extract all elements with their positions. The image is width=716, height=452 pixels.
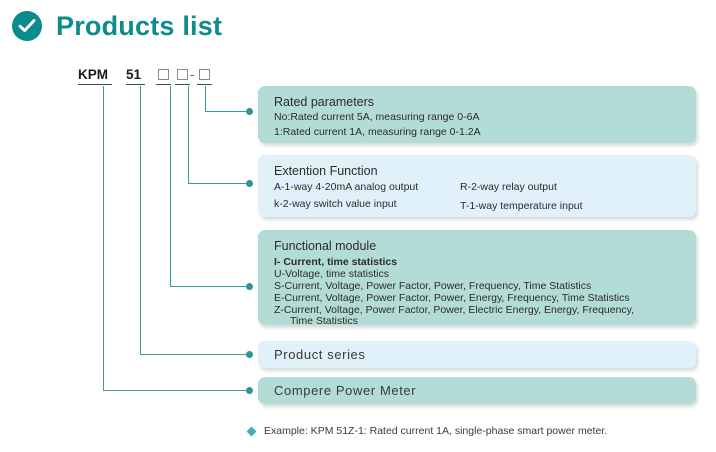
model-code-placeholder-box	[177, 69, 188, 80]
page-header: Products list	[12, 11, 222, 41]
leader-to-product-series-dot	[246, 351, 253, 358]
callout-extention-function-line: A-1-way 4-20mA analog output	[274, 181, 419, 193]
example-note: Example: KPM 51Z-1: Rated current 1A, si…	[246, 424, 608, 438]
callout-extention-function-line: R-2-way relay output	[460, 181, 557, 193]
leader-to-compere-power-meter-vertical	[103, 86, 104, 390]
page-title: Products list	[56, 11, 223, 41]
leader-to-compere-power-meter-dot	[246, 387, 253, 394]
model-code-underline	[197, 84, 212, 85]
callout-functional-module-line: S-Current, Voltage, Power Factor, Power,…	[274, 280, 592, 292]
model-code-segment-kpm: KPM	[78, 67, 108, 82]
callout-product-series-title: Product series	[274, 347, 366, 362]
model-code-placeholder-box	[199, 69, 210, 80]
leader-to-functional-module-vertical	[170, 86, 171, 286]
leader-to-functional-module-horizontal	[170, 286, 247, 287]
model-code-dash: -	[190, 67, 195, 82]
leader-to-compere-power-meter-horizontal	[103, 390, 247, 391]
leader-to-extention-function-dot	[246, 180, 253, 187]
callout-product-series: Product series	[258, 341, 696, 368]
callout-functional-module-line: I- Current, time statistics	[274, 256, 398, 268]
callout-functional-module: Functional module I- Current, time statis…	[258, 230, 696, 327]
callout-functional-module-line: Time Statistics	[290, 315, 358, 327]
leader-to-rated-parameters-dot	[246, 108, 253, 115]
leader-to-rated-parameters-vertical	[205, 86, 206, 111]
leader-to-extention-function-horizontal	[188, 183, 247, 184]
callout-functional-module-line: U-Voltage, time statistics	[274, 268, 389, 280]
callout-rated-parameters-line: No:Rated current 5A, measuring range 0-6…	[274, 111, 480, 123]
callout-functional-module-line: E-Current, Voltage, Power Factor, Power,…	[274, 292, 630, 304]
diamond-bullet-icon	[246, 426, 257, 436]
leader-to-rated-parameters-horizontal	[205, 111, 247, 112]
callout-extention-function-line: k-2-way switch value input	[274, 198, 397, 210]
callout-compere-power-meter-title: Compere Power Meter	[274, 383, 417, 398]
example-note-text: Example: KPM 51Z-1: Rated current 1A, si…	[264, 425, 608, 437]
callout-rated-parameters-line: 1:Rated current 1A, measuring range 0-1.…	[274, 126, 481, 138]
callout-extention-function-line: T-1-way temperature input	[460, 200, 583, 212]
model-code-segment-51: 51	[126, 67, 142, 82]
callout-extention-function-title: Extention Function	[274, 164, 378, 178]
model-code-underline	[156, 84, 171, 85]
leader-to-extention-function-vertical	[188, 86, 189, 183]
callout-functional-module-line: Z-Current, Voltage, Power Factor, Power,…	[274, 304, 635, 316]
leader-to-functional-module-dot	[246, 283, 253, 290]
check-circle-icon	[12, 11, 42, 41]
model-code-underline	[126, 84, 145, 85]
leader-to-product-series-horizontal	[140, 354, 247, 355]
callout-rated-parameters-title: Rated parameters	[274, 95, 375, 109]
callout-compere-power-meter: Compere Power Meter	[258, 377, 696, 404]
leader-to-product-series-vertical	[140, 86, 141, 354]
model-code-placeholder-box	[158, 69, 169, 80]
model-code-underline	[78, 84, 112, 85]
model-code-underline	[175, 84, 190, 85]
callout-functional-module-title: Functional module	[274, 239, 377, 253]
